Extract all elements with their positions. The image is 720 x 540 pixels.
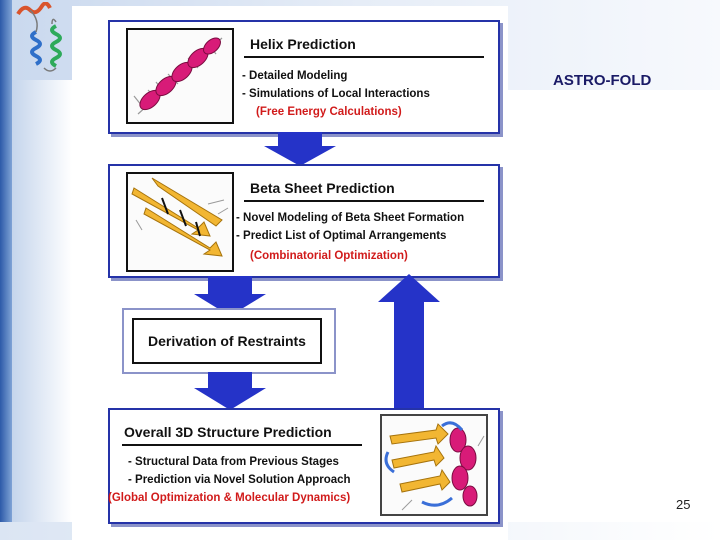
restraints-label: Derivation of Restraints <box>132 318 322 364</box>
feedback-arrow-up <box>378 274 440 408</box>
helix-bullet-2: - Simulations of Local Interactions <box>242 88 430 100</box>
page-number: 25 <box>676 497 691 512</box>
beta-sheet-structure-image <box>126 172 234 272</box>
slide-side-fade <box>12 80 72 540</box>
overall-method: (Global Optimization & Molecular Dynamic… <box>108 492 351 504</box>
beta-title-rule <box>244 200 484 202</box>
overall-structure-box: Overall 3D Structure Prediction - Struct… <box>108 408 500 524</box>
restraints-box: Derivation of Restraints <box>122 308 336 374</box>
overall-3d-structure-image <box>380 414 488 516</box>
helix-prediction-title: Helix Prediction <box>250 36 356 52</box>
helix-structure-image <box>126 28 234 124</box>
flow-arrow-down-2 <box>194 276 266 316</box>
flow-arrow-down-3 <box>194 372 266 410</box>
helix-prediction-box: Helix Prediction - Detailed Modeling - S… <box>108 20 500 134</box>
beta-sheet-title: Beta Sheet Prediction <box>250 180 395 196</box>
slide-left-band <box>0 0 12 540</box>
helix-bullet-1: - Detailed Modeling <box>242 70 348 82</box>
astrofold-flowchart: Helix Prediction - Detailed Modeling - S… <box>72 6 508 540</box>
helix-title-rule <box>244 56 484 58</box>
overall-bullet-1: - Structural Data from Previous Stages <box>128 456 339 468</box>
overall-bullet-2: - Prediction via Novel Solution Approach <box>128 474 351 486</box>
protein-helix-logo <box>16 2 62 72</box>
beta-bullet-1: - Novel Modeling of Beta Sheet Formation <box>236 212 465 224</box>
flow-arrow-down-1 <box>264 132 336 166</box>
slide-header-label: ASTRO-FOLD <box>553 72 652 89</box>
helix-method: (Free Energy Calculations) <box>256 106 402 118</box>
beta-method: (Combinatorial Optimization) <box>250 250 408 262</box>
beta-bullet-2: - Predict List of Optimal Arrangements <box>236 230 447 242</box>
beta-sheet-box: Beta Sheet Prediction - Novel Modeling o… <box>108 164 500 278</box>
overall-structure-title: Overall 3D Structure Prediction <box>124 424 332 440</box>
overall-title-rule <box>122 444 362 446</box>
